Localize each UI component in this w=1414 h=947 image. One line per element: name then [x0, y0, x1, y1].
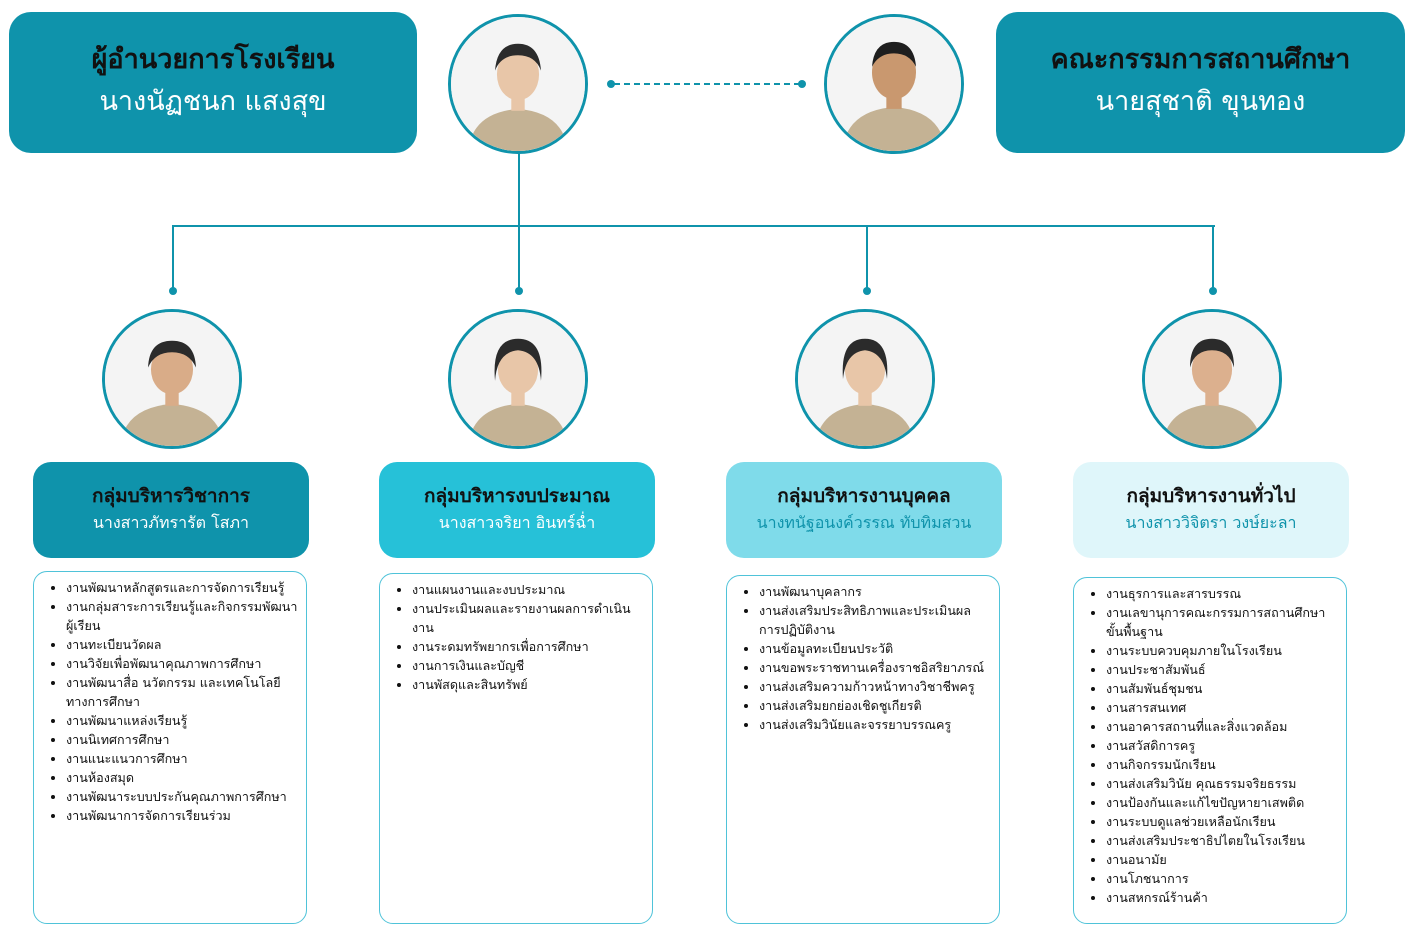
group-head: นางสาวภัทรารัต โสภา [92, 513, 250, 532]
task-item: งานการเงินและบัญชี [412, 656, 644, 675]
task-item: งานขอพระราชทานเครื่องราชอิสริยาภรณ์ [759, 658, 991, 677]
group-2-task-list: งานแผนงานและงบประมาณงานประเมินผลและรายงา… [379, 573, 653, 924]
task-item: งานพัฒนาบุคลากร [759, 582, 991, 601]
tree-branch-line [172, 225, 1215, 227]
task-item: งานป้องกันและแก้ไขปัญหายาเสพติด [1106, 793, 1338, 812]
branch-dot [1209, 287, 1217, 295]
task-item: งานอาคารสถานที่และสิ่งแวดล้อม [1106, 717, 1338, 736]
task-item: งานธุรการและสารบรรณ [1106, 584, 1338, 603]
task-item: งานส่งเสริมยกย่องเชิดชูเกียรติ [759, 696, 991, 715]
connector-dot [798, 80, 806, 88]
task-item: งานแผนงานและงบประมาณ [412, 580, 644, 599]
connector-dot [607, 80, 615, 88]
dashed-connector [614, 83, 800, 85]
task-item: งานส่งเสริมประชาธิปไตยในโรงเรียน [1106, 831, 1338, 850]
director-name: นางนัฏชนก แสงสุข [99, 86, 327, 117]
task-item: งานพัฒนาแหล่งเรียนรู้ [66, 711, 298, 730]
task-item: งานกิจกรรมนักเรียน [1106, 755, 1338, 774]
group-title: กลุ่มบริหารงานทั่วไป [1126, 485, 1296, 507]
task-item: งานส่งเสริมประสิทธิภาพและประเมินผลการปฏิ… [759, 601, 991, 639]
task-item: งานโภชนาการ [1106, 869, 1338, 888]
task-item: งานกลุ่มสาระการเรียนรู้และกิจกรรมพัฒนาผู… [66, 597, 298, 635]
person-portrait-icon [451, 17, 585, 151]
group-title: กลุ่มบริหารงบประมาณ [424, 485, 610, 507]
group-4-photo [1142, 309, 1282, 449]
task-item: งานพัฒนาระบบประกันคุณภาพการศึกษา [66, 787, 298, 806]
person-portrait-icon [1145, 312, 1279, 446]
person-portrait-icon [105, 312, 239, 446]
task-item: งานส่งเสริมความก้าวหน้าทางวิชาชีพครู [759, 677, 991, 696]
group-2-photo [448, 309, 588, 449]
director-title: ผู้อำนวยการโรงเรียน [91, 44, 335, 75]
group-3-task-list: งานพัฒนาบุคลากรงานส่งเสริมประสิทธิภาพและ… [726, 575, 1000, 924]
branch-drop-2 [518, 225, 520, 290]
group-head: นางทนัฐอนงค์วรรณ ทับทิมสวน [756, 513, 972, 532]
tree-trunk-line [518, 153, 520, 227]
board-photo [824, 14, 964, 154]
task-item: งานทะเบียนวัดผล [66, 635, 298, 654]
branch-dot [515, 287, 523, 295]
group-head: นางสาวจริยา อินทร์ฉ่ำ [438, 513, 596, 532]
task-item: งานพัฒนาสื่อ นวัตกรรม และเทคโนโลยีทางการ… [66, 673, 298, 711]
director-box: ผู้อำนวยการโรงเรียน นางนัฏชนก แสงสุข [9, 12, 417, 153]
task-item: งานนิเทศการศึกษา [66, 730, 298, 749]
group-1-photo [102, 309, 242, 449]
task-item: งานพัสดุและสินทรัพย์ [412, 675, 644, 694]
board-box: คณะกรรมการสถานศึกษา นายสุชาติ ขุนทอง [996, 12, 1405, 153]
group-2-box: กลุ่มบริหารงบประมาณ นางสาวจริยา อินทร์ฉ่… [379, 462, 655, 558]
task-item: งานประเมินผลและรายงานผลการดำเนินงาน [412, 599, 644, 637]
task-item: งานสารสนเทศ [1106, 698, 1338, 717]
person-portrait-icon [798, 312, 932, 446]
task-item: งานระดมทรัพยากรเพื่อการศึกษา [412, 637, 644, 656]
task-item: งานสวัสดิการครู [1106, 736, 1338, 755]
task-item: งานแนะแนวการศึกษา [66, 749, 298, 768]
group-head: นางสาววิจิตรา วงษ์ยะลา [1125, 513, 1297, 532]
branch-dot [169, 287, 177, 295]
group-title: กลุ่มบริหารงานบุคคล [777, 485, 951, 507]
director-photo [448, 14, 588, 154]
group-1-task-list: งานพัฒนาหลักสูตรและการจัดการเรียนรู้งานก… [33, 571, 307, 924]
group-4-box: กลุ่มบริหารงานทั่วไป นางสาววิจิตรา วงษ์ย… [1073, 462, 1349, 558]
person-portrait-icon [451, 312, 585, 446]
task-item: งานห้องสมุด [66, 768, 298, 787]
task-item: งานระบบดูแลช่วยเหลือนักเรียน [1106, 812, 1338, 831]
group-4-task-list: งานธุรการและสารบรรณงานเลขานุการคณะกรรมกา… [1073, 577, 1347, 924]
task-item: งานสหกรณ์ร้านค้า [1106, 888, 1338, 907]
branch-drop-1 [172, 225, 174, 290]
board-title: คณะกรรมการสถานศึกษา [1050, 44, 1351, 75]
branch-drop-4 [1212, 225, 1214, 290]
task-item: งานพัฒนาการจัดการเรียนร่วม [66, 806, 298, 825]
group-3-photo [795, 309, 935, 449]
branch-dot [863, 287, 871, 295]
person-portrait-icon [827, 17, 961, 151]
board-name: นายสุชาติ ขุนทอง [1095, 86, 1306, 117]
task-item: งานวิจัยเพื่อพัฒนาคุณภาพการศึกษา [66, 654, 298, 673]
task-item: งานระบบควบคุมภายในโรงเรียน [1106, 641, 1338, 660]
group-1-box: กลุ่มบริหารวิชาการ นางสาวภัทรารัต โสภา [33, 462, 309, 558]
task-item: งานเลขานุการคณะกรรมการสถานศึกษาขั้นพื้นฐ… [1106, 603, 1338, 641]
task-item: งานพัฒนาหลักสูตรและการจัดการเรียนรู้ [66, 578, 298, 597]
group-title: กลุ่มบริหารวิชาการ [92, 485, 250, 507]
group-3-box: กลุ่มบริหารงานบุคคล นางทนัฐอนงค์วรรณ ทับ… [726, 462, 1002, 558]
task-item: งานสัมพันธ์ชุมชน [1106, 679, 1338, 698]
task-item: งานส่งเสริมวินัย คุณธรรมจริยธรรม [1106, 774, 1338, 793]
branch-drop-3 [866, 225, 868, 290]
task-item: งานประชาสัมพันธ์ [1106, 660, 1338, 679]
task-item: งานอนามัย [1106, 850, 1338, 869]
task-item: งานส่งเสริมวินัยและจรรยาบรรณครู [759, 715, 991, 734]
task-item: งานข้อมูลทะเบียนประวัติ [759, 639, 991, 658]
